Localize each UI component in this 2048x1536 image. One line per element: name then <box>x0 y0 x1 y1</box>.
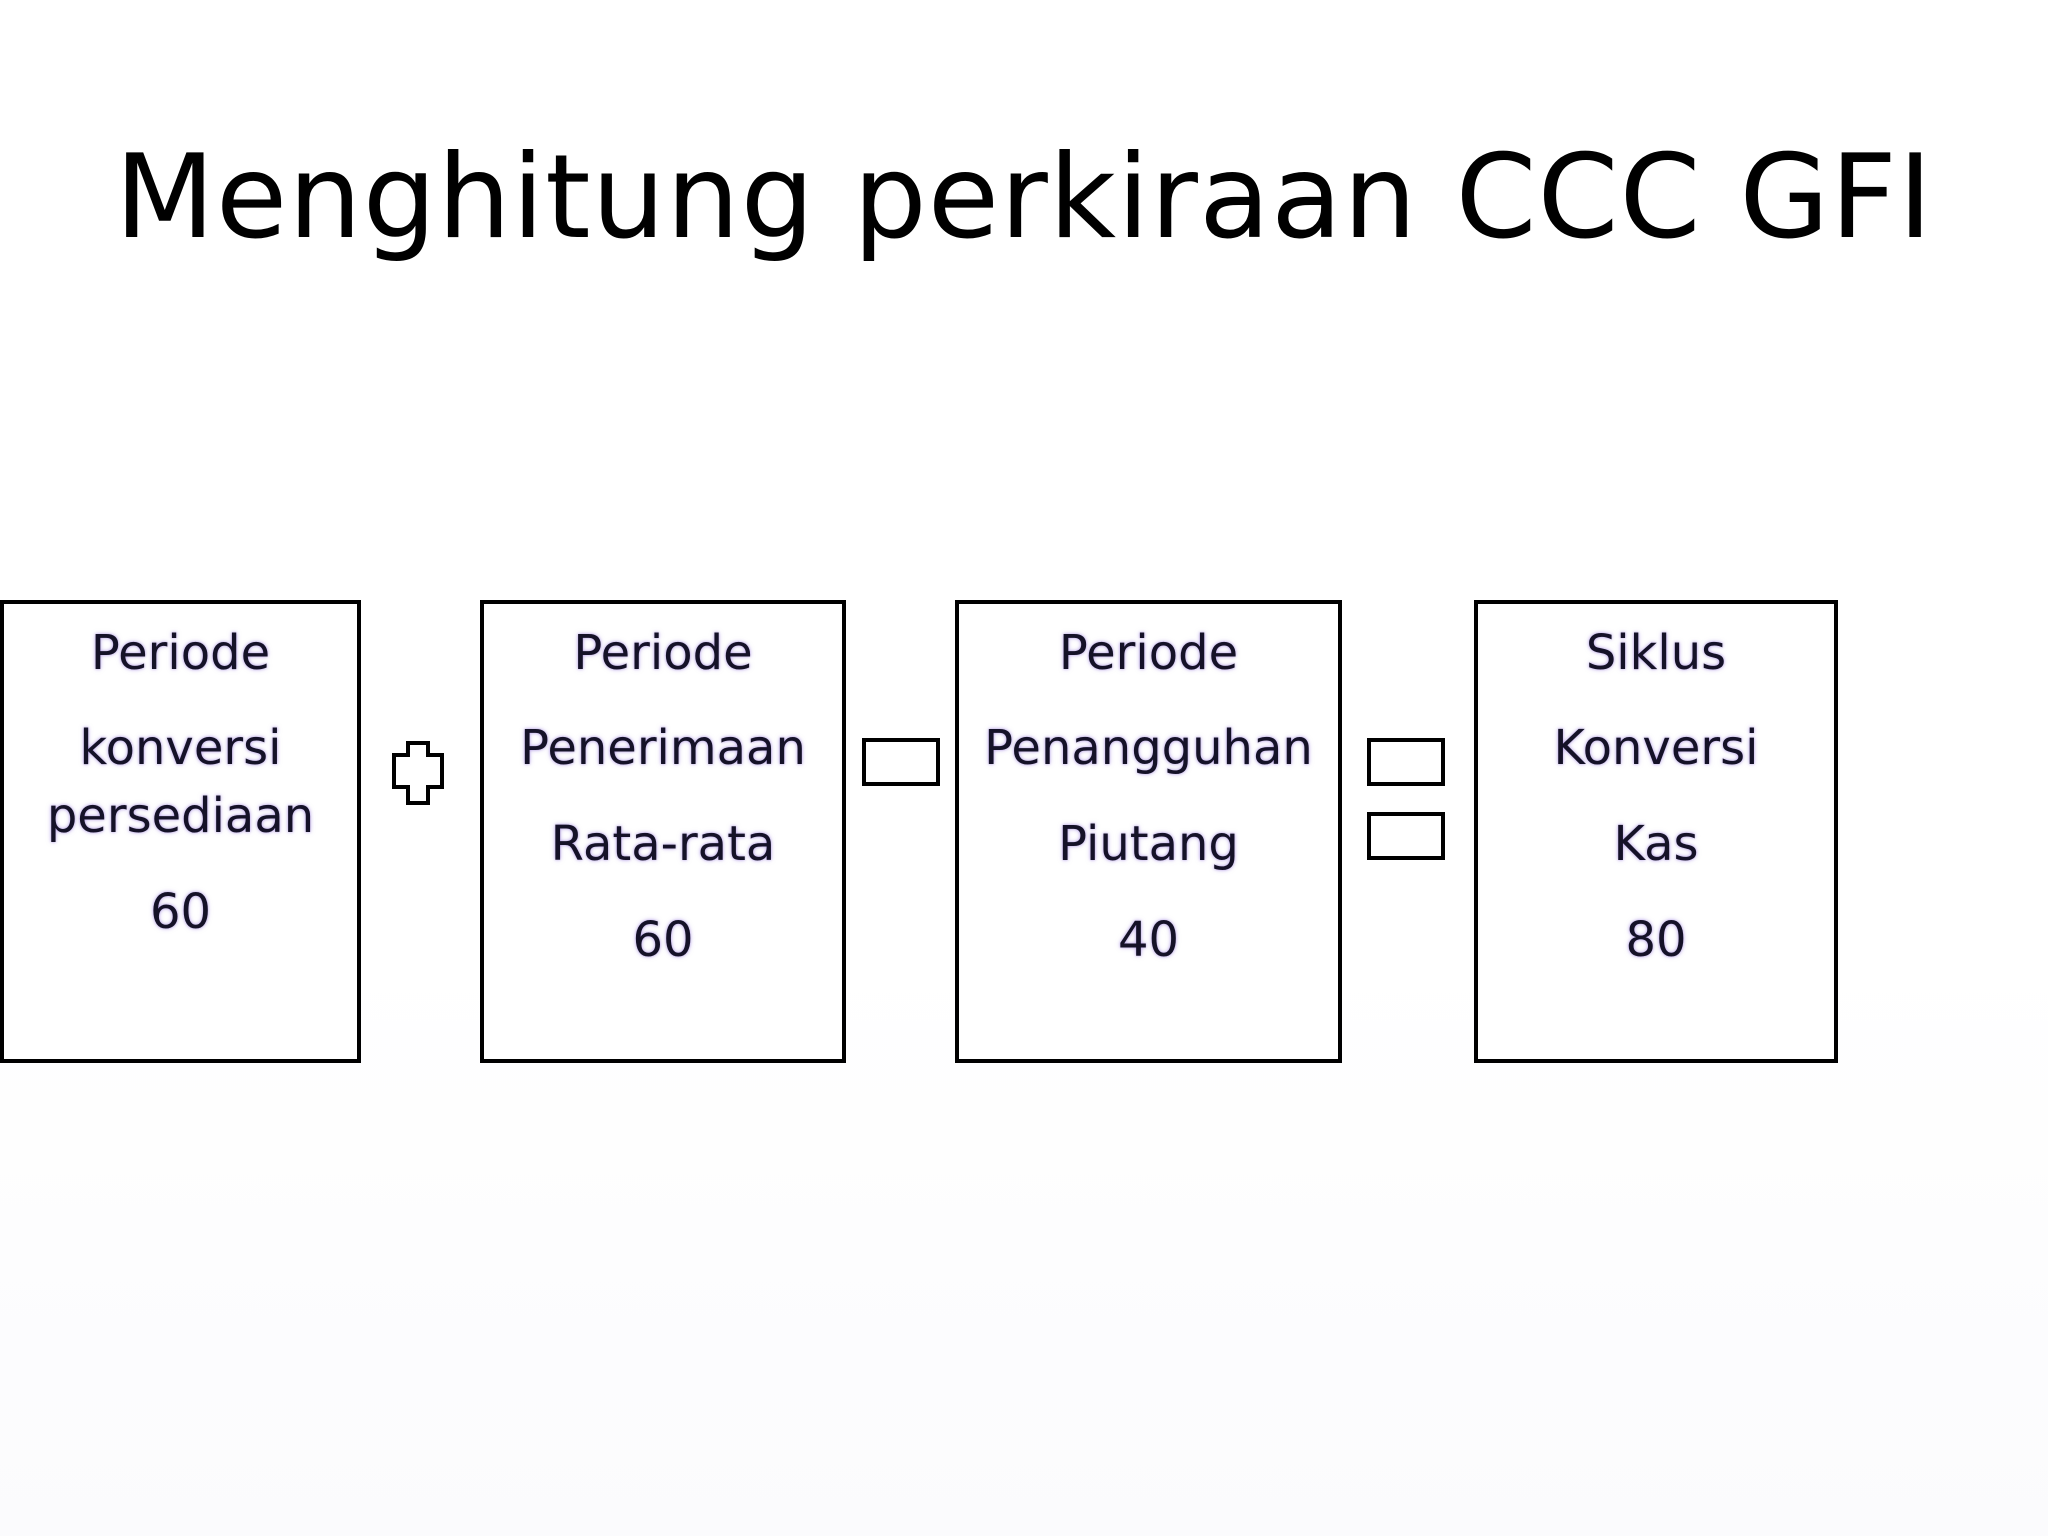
box-inventory-conversion-period: Periode konversi persediaan 60 <box>0 600 361 1063</box>
box-value: 60 <box>149 884 212 940</box>
box-label-line: Periode <box>90 625 271 681</box>
box-label-line: Penangguhan <box>984 720 1313 776</box>
equals-icon <box>1367 738 1445 860</box>
box-value: 40 <box>1117 912 1180 968</box>
box-payables-deferral-period: Periode Penangguhan Piutang 40 <box>955 600 1342 1063</box>
box-label-line: Kas <box>1613 816 1699 872</box>
box-value: 60 <box>632 912 694 968</box>
box-label-line: Piutang <box>1058 816 1239 872</box>
minus-icon <box>862 738 940 786</box>
box-label-line: Periode <box>1058 625 1239 681</box>
box-value: 80 <box>1625 912 1687 968</box>
box-label-line: Konversi <box>1553 720 1759 776</box>
box-label-line: Periode <box>573 625 753 681</box>
box-label-line: Penerimaan <box>520 720 806 776</box>
box-label-line: persediaan <box>46 788 315 844</box>
box-label-line: Siklus <box>1585 625 1727 681</box>
plus-icon <box>390 741 446 805</box>
box-average-receivable-period: Periode Penerimaan Rata-rata 60 <box>480 600 846 1063</box>
box-label-line: konversi <box>79 720 282 776</box>
box-label-line: Rata-rata <box>550 816 776 872</box>
slide-title: Menghitung perkiraan CCC GFI <box>114 130 1934 265</box>
box-cash-conversion-cycle: Siklus Konversi Kas 80 <box>1474 600 1838 1063</box>
